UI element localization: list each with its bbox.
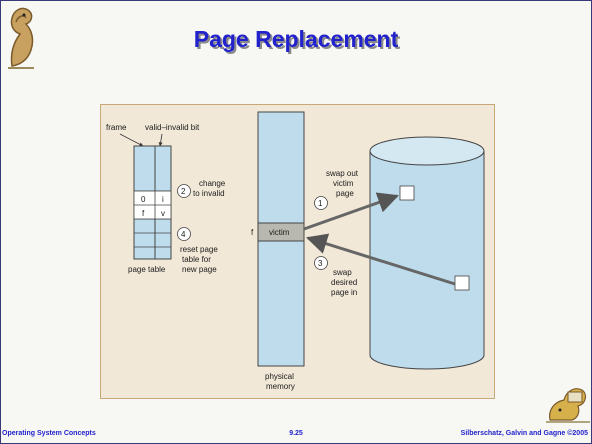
dinosaur-logo-icon <box>8 7 34 69</box>
footer-page-number: 9.25 <box>289 430 303 437</box>
victim-frame <box>257 222 305 242</box>
bit-pointer-line <box>158 133 163 147</box>
step-3-number: 3 <box>318 259 323 268</box>
page-table <box>133 145 172 260</box>
step-1-line1: swap out <box>326 169 359 178</box>
slide-title: Page Replacement <box>193 26 399 52</box>
label-f: f <box>251 228 254 237</box>
swap-in-arrow <box>305 233 456 286</box>
swap-out-arrow <box>303 192 399 231</box>
step-1-line3: page <box>336 189 354 198</box>
step-3-line1: swap <box>333 268 352 277</box>
footer-authors: Silberschatz, Galvin and Gagne ©2005 <box>460 430 588 437</box>
disk-cylinder <box>369 136 485 370</box>
step-1-circle <box>314 196 328 210</box>
step-4-line3: new page <box>182 265 217 274</box>
footer-course: Operating System Concepts <box>2 430 96 437</box>
cell-frame-2: f <box>142 209 145 218</box>
step-3-line3: page in <box>331 288 357 297</box>
step-4-circle <box>177 227 191 241</box>
victim-page-on-disk <box>399 185 415 201</box>
dinosaur-mascot-icon <box>546 388 590 423</box>
step-2-number: 2 <box>181 187 186 196</box>
cell-bit-1: i <box>162 195 164 204</box>
step-4-line2: table for <box>182 255 211 264</box>
desired-page-on-disk <box>454 275 470 291</box>
label-memory: memory <box>266 382 295 391</box>
step-4-number: 4 <box>181 230 186 239</box>
label-valid-invalid-bit: valid–invalid bit <box>145 123 200 132</box>
step-2-line1: change <box>199 179 226 188</box>
label-physical: physical <box>265 372 294 381</box>
label-victim: victim <box>269 228 290 237</box>
cell-frame-1: 0 <box>141 195 146 204</box>
step-1-number: 1 <box>318 199 323 208</box>
label-frame: frame <box>106 123 127 132</box>
label-page-table: page table <box>128 265 166 274</box>
step-1-line2: victim <box>333 179 354 188</box>
step-3-circle <box>314 256 328 270</box>
frame-pointer-line <box>119 133 144 147</box>
cell-bit-2: v <box>161 209 165 218</box>
step-2-line2: to invalid <box>193 189 225 198</box>
step-3-line2: desired <box>331 278 357 287</box>
step-2-circle <box>177 184 191 198</box>
step-4-line1: reset page <box>180 245 218 254</box>
